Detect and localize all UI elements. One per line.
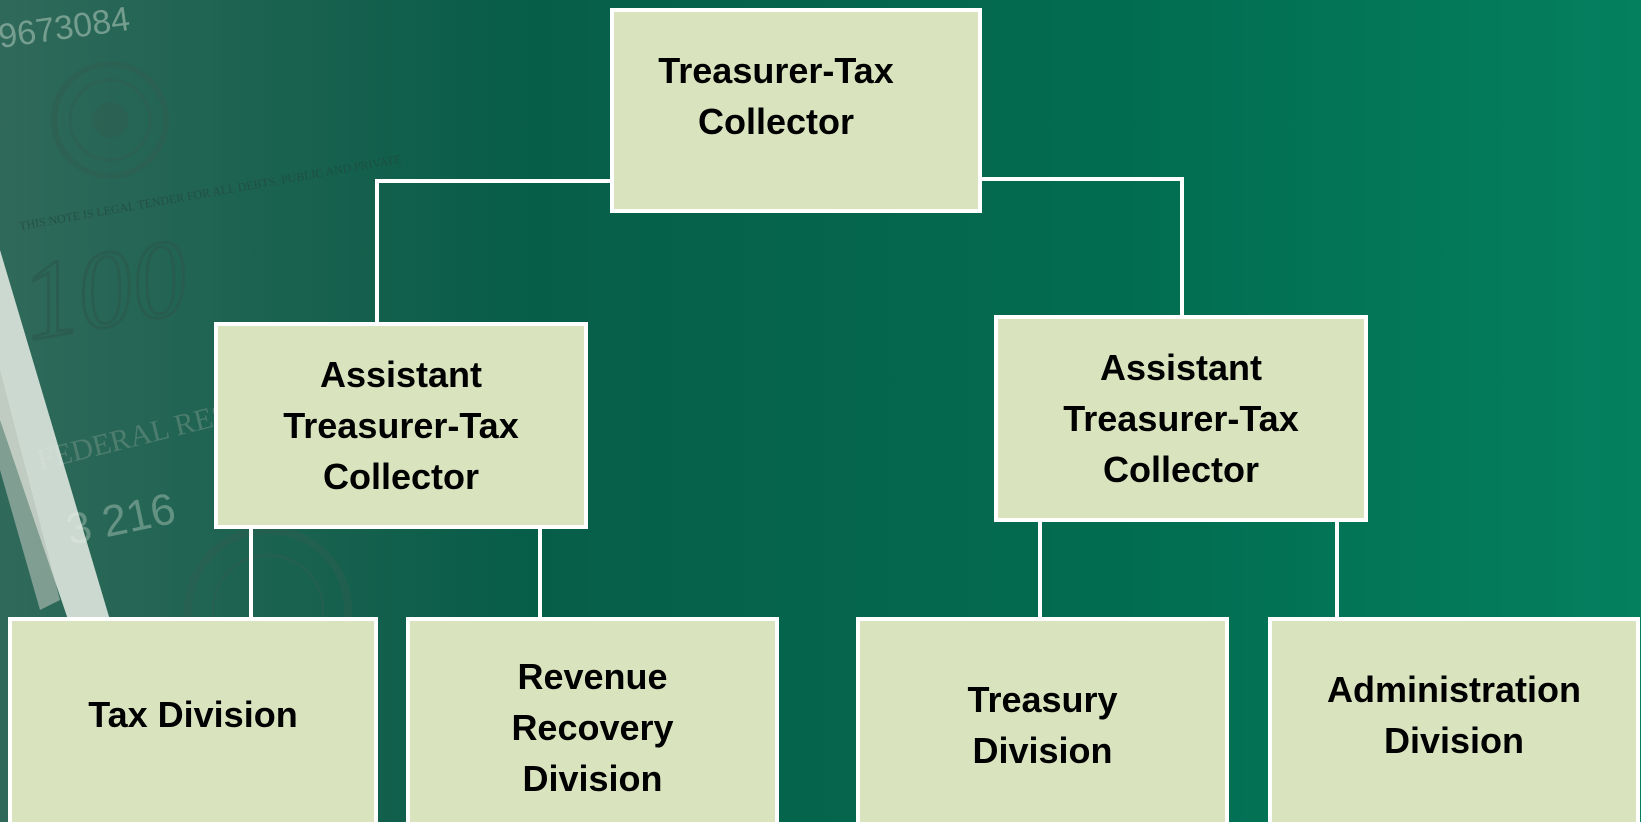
assistant-treasurer-right-box: Assistant Treasurer-Tax Collector — [994, 315, 1368, 522]
treasurer-tax-collector-box: Treasurer-Tax Collector — [610, 8, 982, 213]
connector-root-to-left — [375, 179, 612, 324]
treasury-division-box: Treasury Division — [856, 617, 1229, 822]
administration-division-box: Administration Division — [1268, 617, 1640, 822]
revenue-recovery-division-box: Revenue Recovery Division — [406, 617, 779, 822]
connector-root-to-right — [980, 177, 1184, 317]
tax-division-box: Tax Division — [8, 617, 378, 822]
banknote-border-pattern — [0, 370, 60, 610]
banknote-numeral: 100 — [13, 215, 197, 364]
banknote-edge — [0, 250, 110, 640]
treasury-seal-icon — [51, 61, 169, 179]
assistant-treasurer-left-box: Assistant Treasurer-Tax Collector — [214, 322, 588, 529]
